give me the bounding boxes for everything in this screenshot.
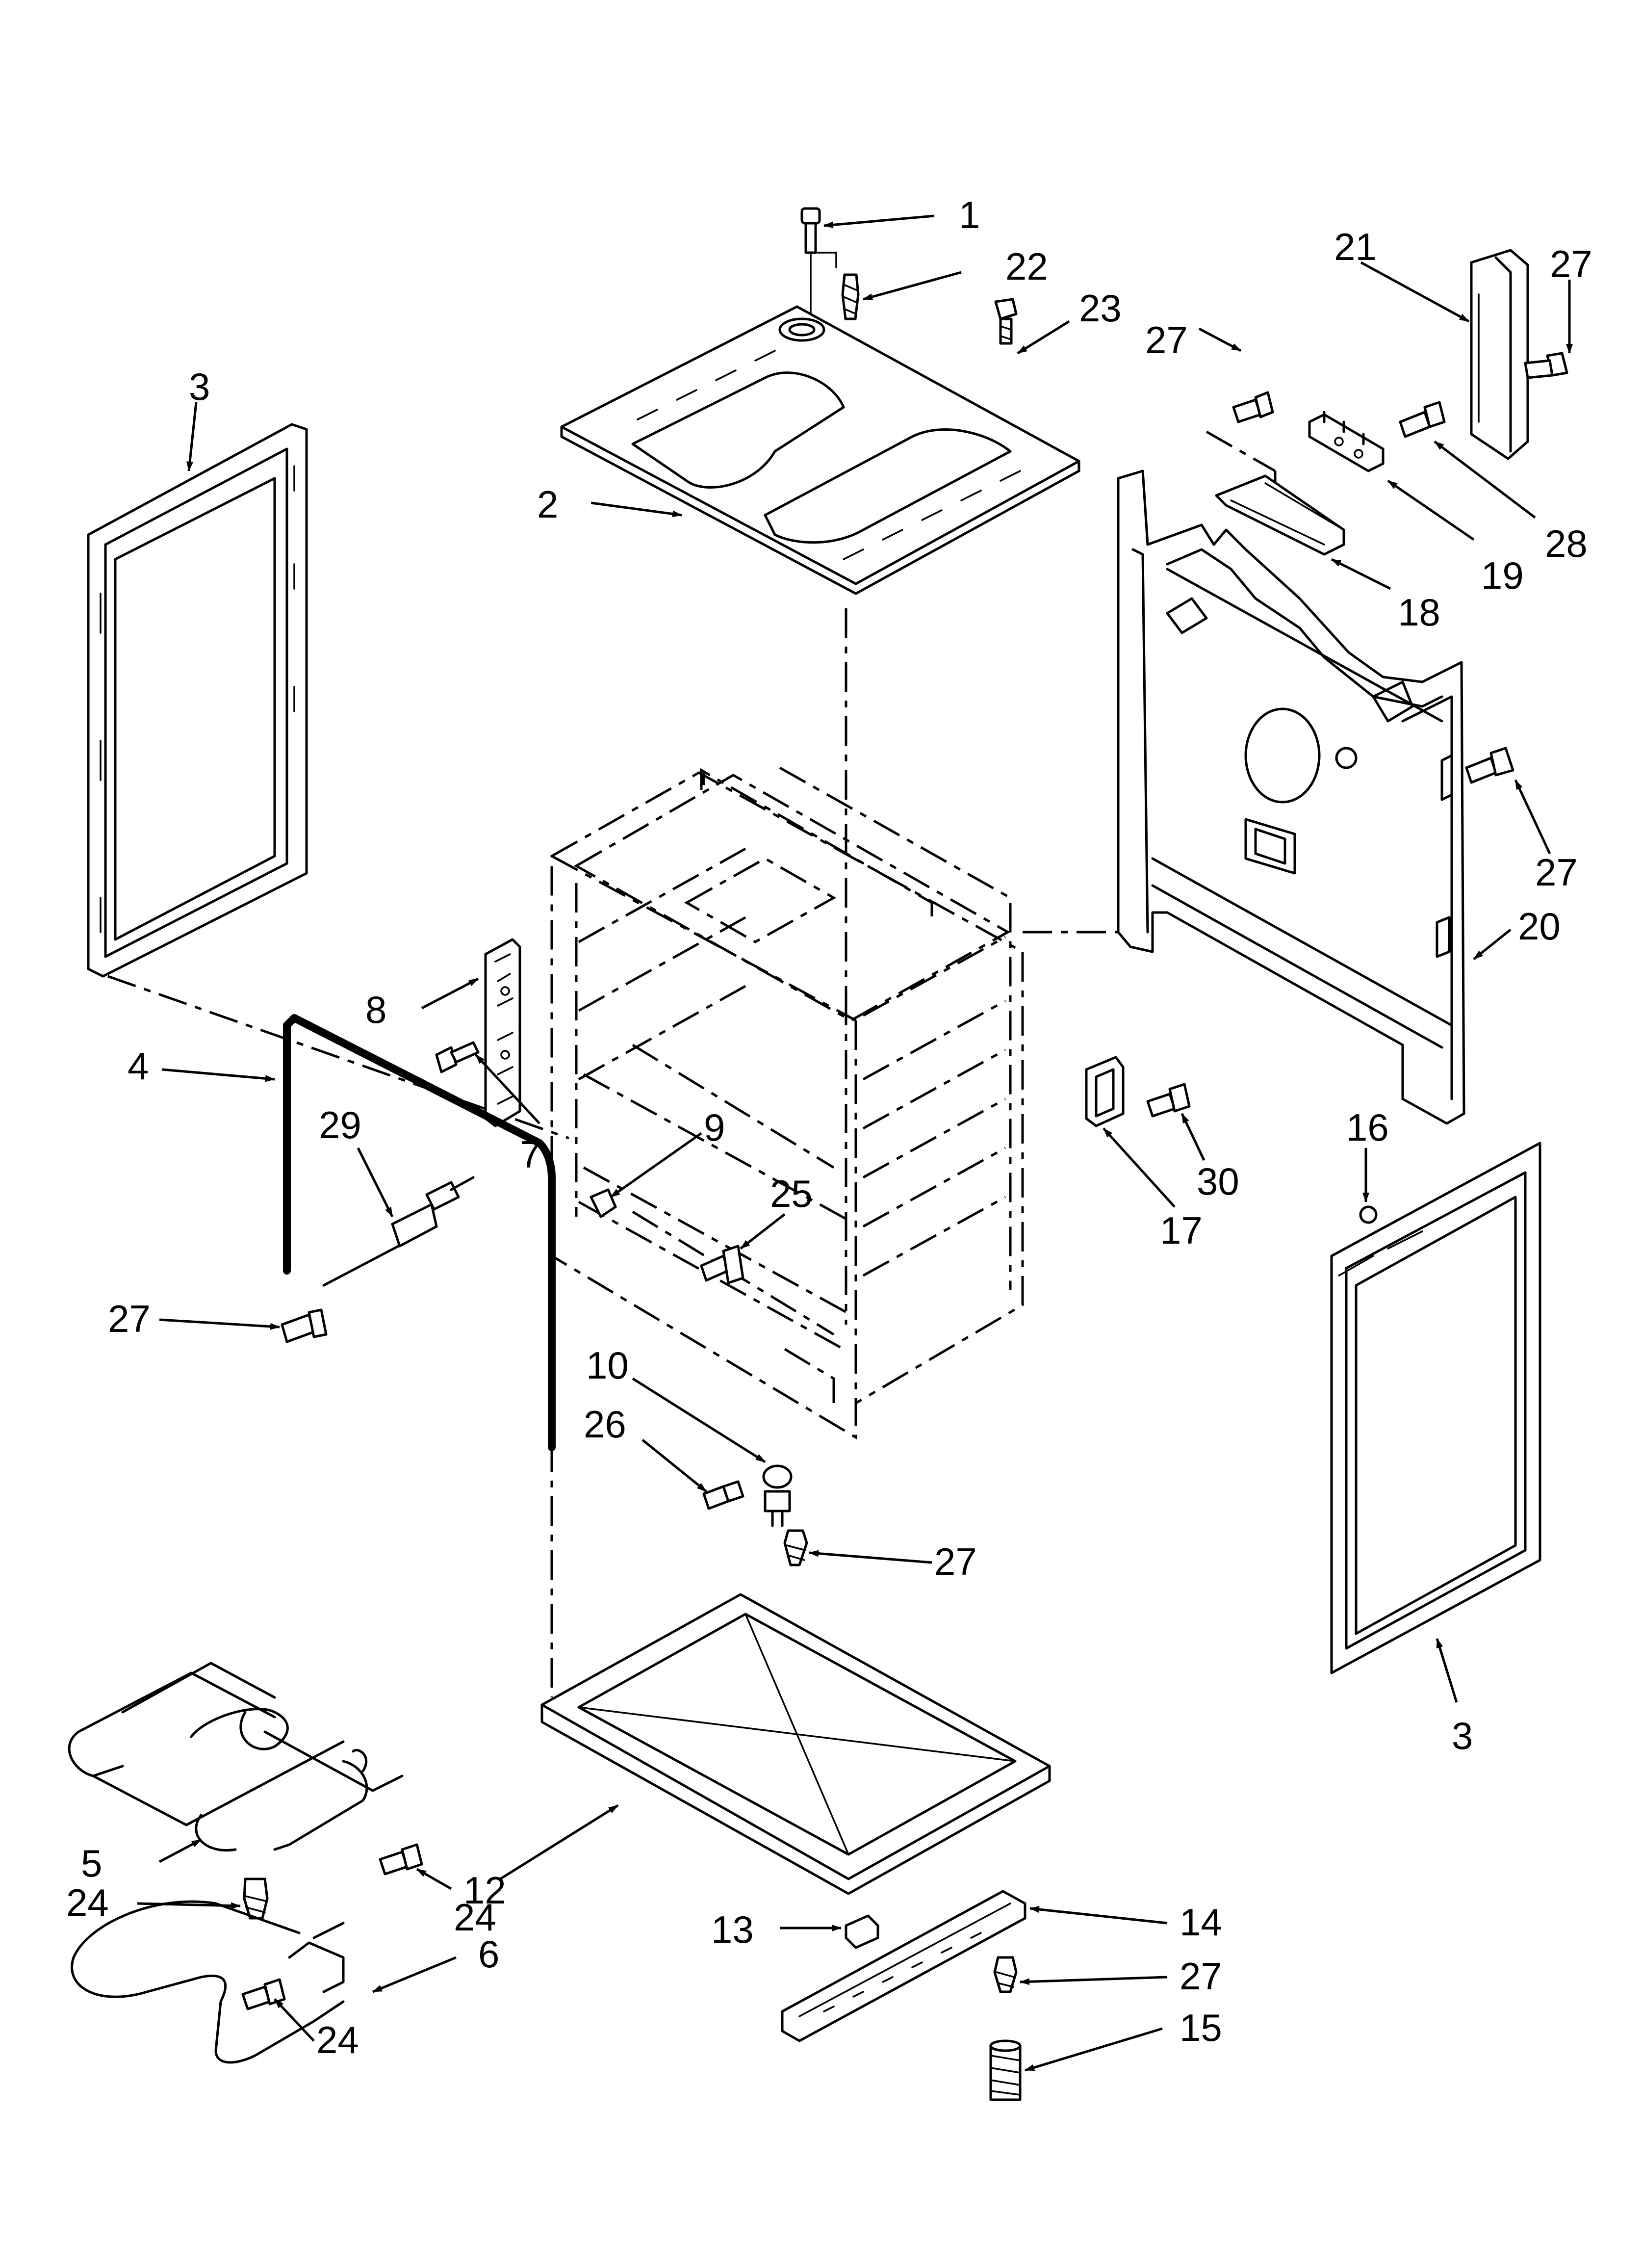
part-10-leveler xyxy=(762,1464,793,1527)
callout-labels: 1 22 23 2 3 21 27 27 28 19 18 27 20 8 7 … xyxy=(66,193,1592,2061)
callout-25: 25 xyxy=(770,1172,813,1215)
callout-2: 2 xyxy=(537,483,558,526)
part-21-channel xyxy=(1470,249,1529,460)
callout-10: 10 xyxy=(586,1344,629,1387)
part-3-right-side-panel xyxy=(1330,1142,1541,1674)
callout-5: 5 xyxy=(81,1842,102,1885)
callout-18: 18 xyxy=(1398,591,1440,634)
part-25-screw xyxy=(700,1245,744,1284)
callout-30: 30 xyxy=(1197,1160,1239,1203)
callout-15: 15 xyxy=(1180,2006,1222,2049)
oven-cavity xyxy=(550,766,1024,1440)
part-19-terminal-block xyxy=(1308,411,1385,472)
callout-4: 4 xyxy=(128,1044,149,1088)
callout-24-c: 24 xyxy=(316,2018,359,2061)
callout-3-right: 3 xyxy=(1452,1714,1473,1757)
part-18-bracket xyxy=(1215,474,1345,556)
part-30-screw xyxy=(1146,1083,1191,1118)
part-22-screw xyxy=(841,273,860,320)
part-1-screw xyxy=(800,207,837,320)
part-6-broil-element xyxy=(71,1900,345,2064)
part-13-clip xyxy=(845,1914,879,1949)
part-15-leveling-leg xyxy=(989,2039,1022,2101)
part-27-screw-top xyxy=(1232,391,1274,423)
callout-27-left: 27 xyxy=(108,1297,151,1340)
part-12-bottom-pan xyxy=(540,1593,1051,1895)
callout-24-b: 24 xyxy=(454,1896,496,1939)
callout-17: 17 xyxy=(1160,1209,1203,1252)
part-28-screw xyxy=(1399,401,1446,438)
callout-19: 19 xyxy=(1481,554,1524,597)
callout-22: 22 xyxy=(1005,245,1048,288)
callout-27-topright: 27 xyxy=(1550,242,1592,286)
callout-14: 14 xyxy=(1180,1901,1222,1944)
part-27-screw-left xyxy=(281,1308,328,1343)
callout-26: 26 xyxy=(584,1403,626,1446)
part-24-screw-a xyxy=(243,1877,269,1920)
callout-29: 29 xyxy=(319,1103,361,1147)
callout-8: 8 xyxy=(365,988,386,1031)
part-23-screw xyxy=(994,298,1018,345)
part-27-screw-center xyxy=(783,1529,808,1566)
part-27-screw-bottom xyxy=(993,1956,1018,1993)
part-17-bracket xyxy=(1085,1056,1125,1127)
callout-16: 16 xyxy=(1346,1106,1389,1149)
part-16-clip xyxy=(1359,1205,1378,1224)
part-5-heating-element xyxy=(68,1662,404,1851)
callout-12: 12 xyxy=(463,1869,506,1912)
part-3-left-side-panel xyxy=(87,423,308,978)
callout-leaders xyxy=(137,214,1573,2072)
callout-27-top: 27 xyxy=(1145,318,1188,362)
callout-24-a: 24 xyxy=(66,1881,109,1924)
callout-7: 7 xyxy=(520,1133,541,1176)
part-20-rear-panel xyxy=(1117,469,1465,1125)
callout-27-rightmid: 27 xyxy=(1535,851,1578,894)
callout-27-bottom: 27 xyxy=(1180,1955,1222,1998)
part-29-sensor xyxy=(322,1176,475,1287)
part-4-seal xyxy=(283,1014,556,1451)
part-9-clip xyxy=(590,1188,617,1218)
callout-3-left: 3 xyxy=(189,365,210,408)
callout-28: 28 xyxy=(1545,522,1588,565)
part-24-screw-b xyxy=(379,1843,423,1876)
part-27-screw-right-mid xyxy=(1465,747,1514,784)
part-24-screw-c xyxy=(241,1978,286,2010)
callout-1: 1 xyxy=(959,193,980,236)
callout-27-center: 27 xyxy=(934,1540,977,1583)
callout-6: 6 xyxy=(478,1932,499,1976)
callout-13: 13 xyxy=(711,1908,754,1951)
part-14-rail xyxy=(781,1890,1026,2042)
part-2-top-panel xyxy=(560,305,1080,595)
part-27-screw-right-top xyxy=(1524,352,1568,379)
callout-20: 20 xyxy=(1518,905,1561,948)
callout-9: 9 xyxy=(704,1106,725,1149)
part-7-screw xyxy=(435,1041,480,1073)
callout-23: 23 xyxy=(1079,287,1122,330)
part-26-screw xyxy=(702,1480,744,1510)
callout-21: 21 xyxy=(1334,225,1377,268)
